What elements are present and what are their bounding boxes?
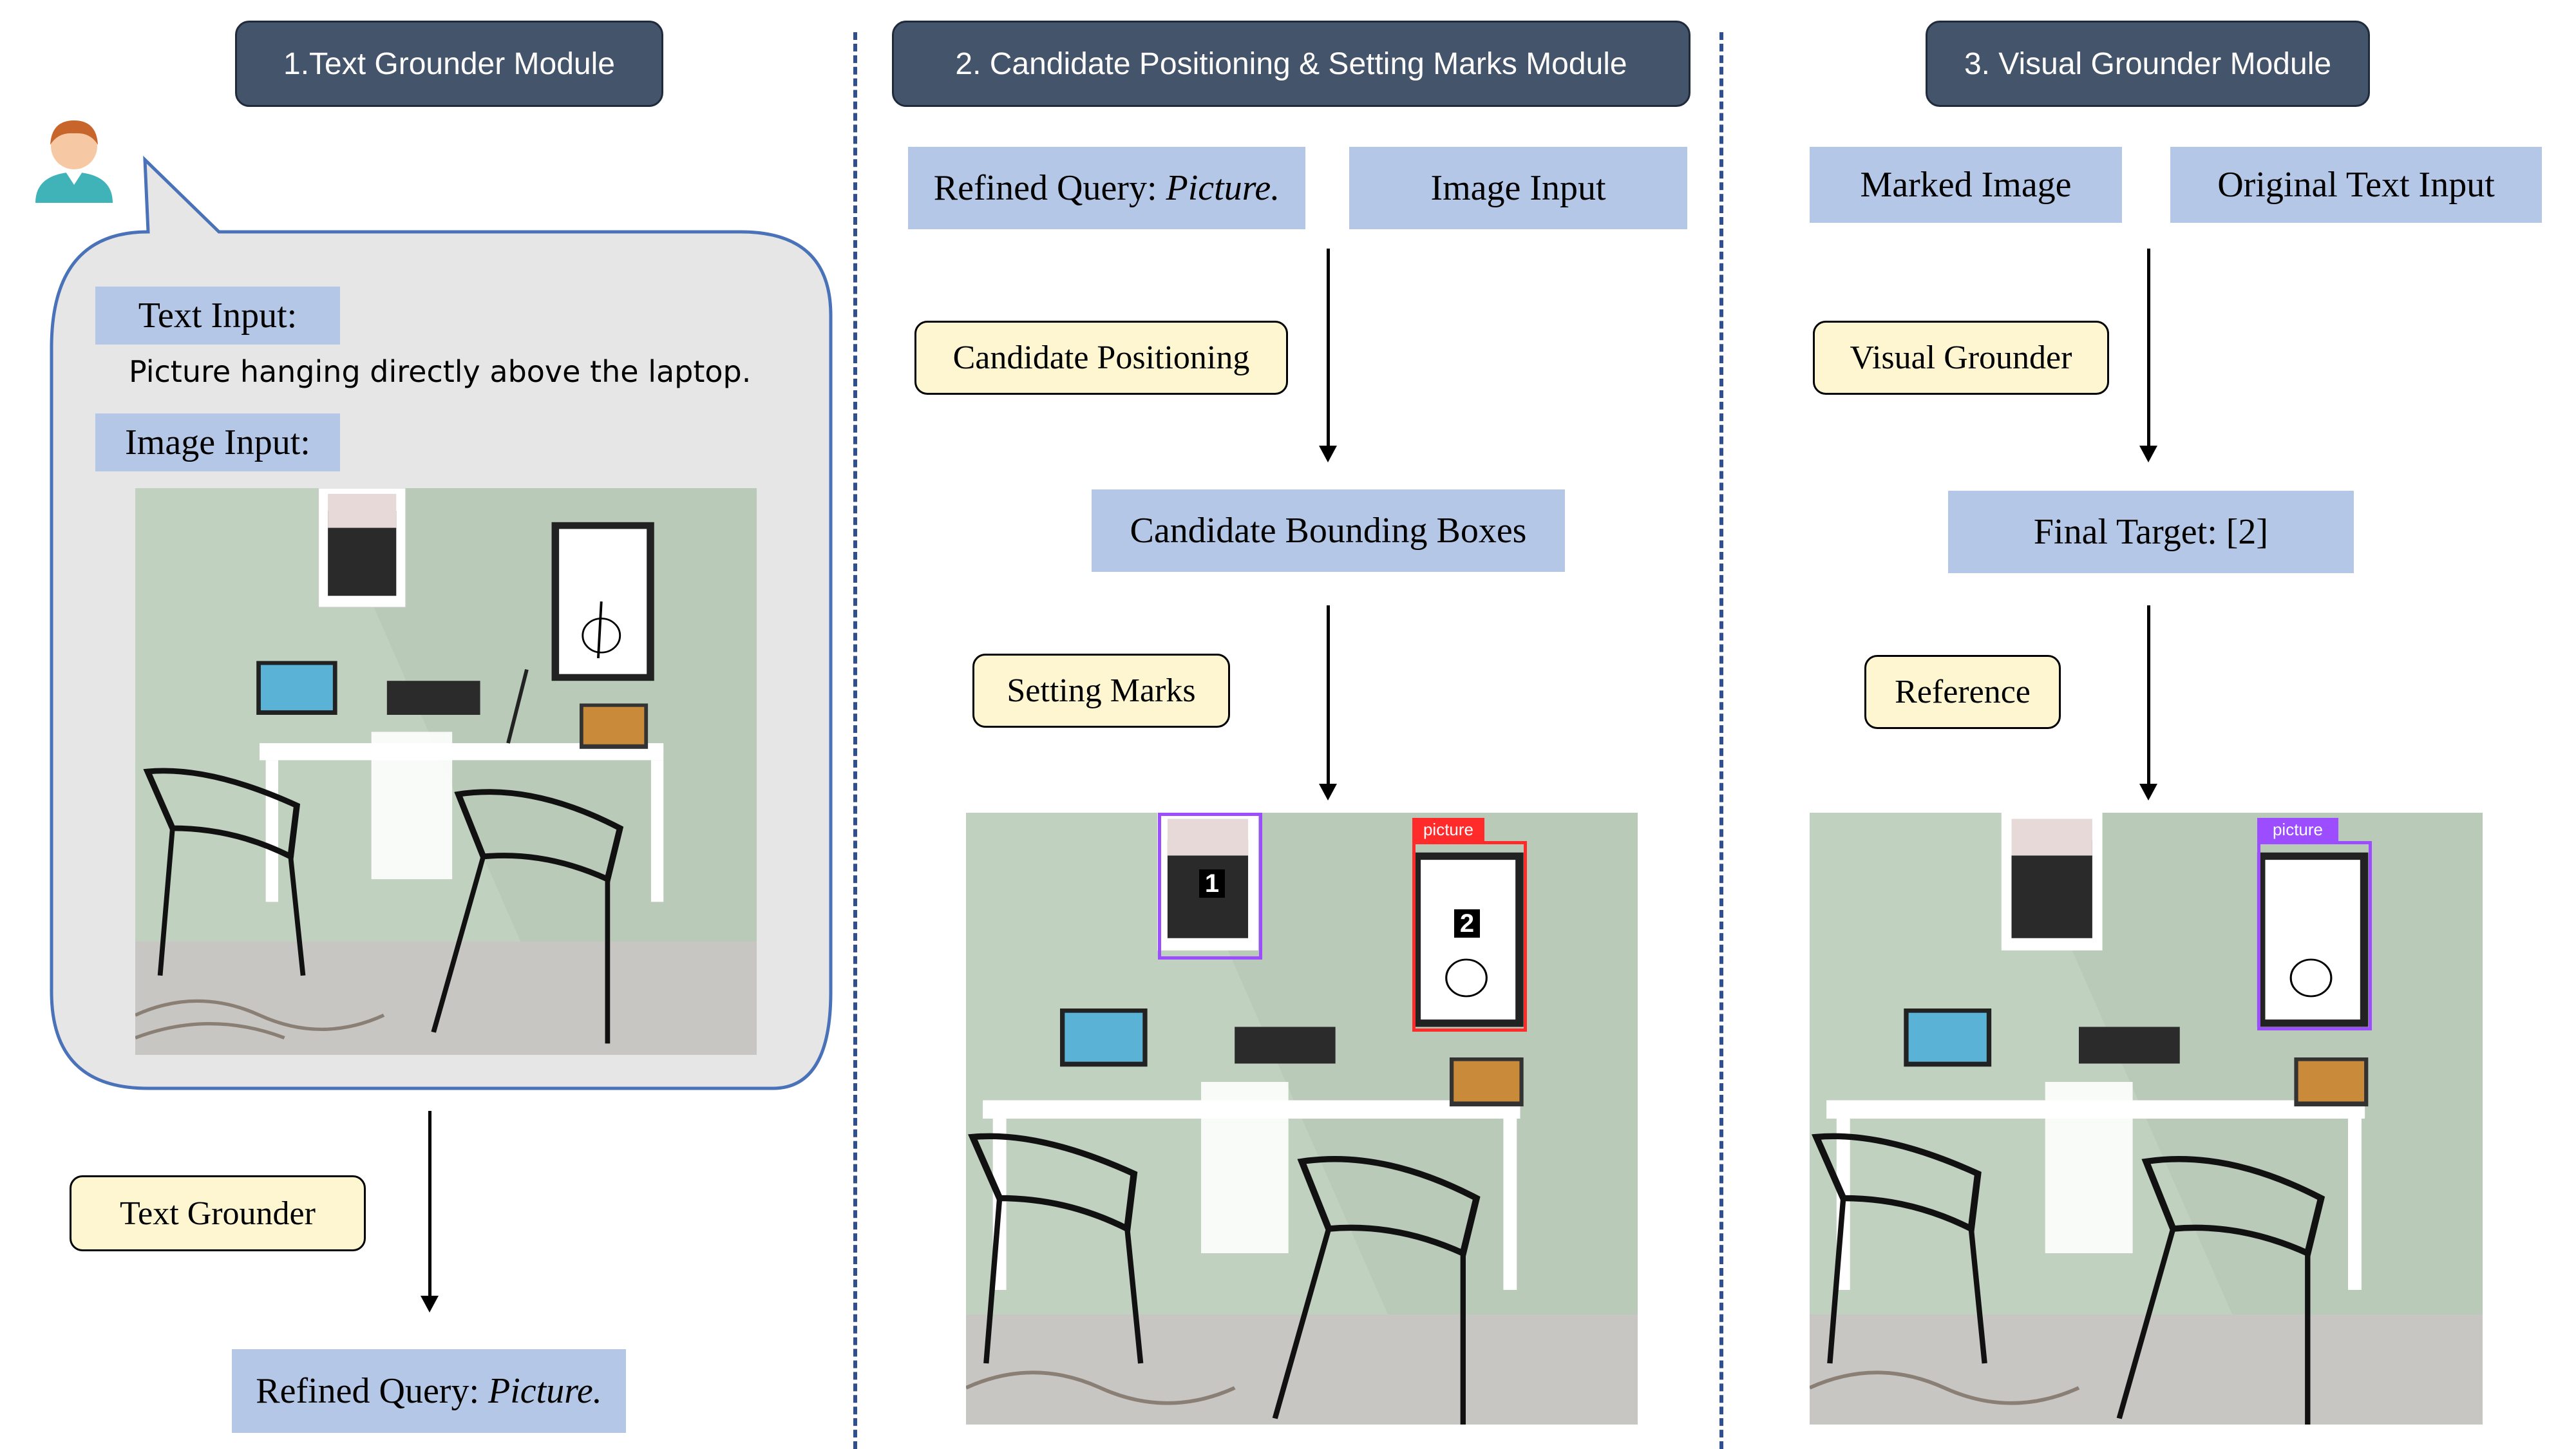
arrow-m3-top-head	[2139, 446, 2157, 462]
module1-title: 1.Text Grounder Module	[235, 21, 663, 107]
refined-query-prefix: Refined Query:	[256, 1371, 489, 1411]
refined-query-value: Picture.	[488, 1371, 602, 1411]
visual-grounder-box: Visual Grounder	[1813, 321, 2109, 395]
input-image	[135, 488, 757, 1055]
text-input-label: Text Input:	[95, 287, 340, 345]
refined-query-value-m2: Picture.	[1166, 168, 1280, 208]
refined-query-prefix-m2: Refined Query:	[933, 168, 1166, 208]
final-target-box: Final Target: [2]	[1948, 491, 2354, 573]
arrow-m1	[428, 1111, 431, 1298]
reference-box: Reference	[1864, 655, 2061, 729]
candidate-positioning-box: Candidate Positioning	[914, 321, 1288, 395]
divider-left	[853, 32, 857, 1449]
divider-right	[1719, 32, 1723, 1449]
final-target-label: picture	[2257, 818, 2338, 841]
image-input-label: Image Input:	[95, 413, 340, 471]
original-text-input-box: Original Text Input	[2170, 147, 2542, 223]
refined-query-output: Refined Query: Picture.	[232, 1349, 626, 1433]
text-grounder-box: Text Grounder	[70, 1175, 366, 1251]
refined-query-input: Refined Query: Picture.	[908, 147, 1305, 229]
arrow-m2-top	[1327, 249, 1330, 448]
candidate-bounding-boxes: Candidate Bounding Boxes	[1092, 489, 1565, 572]
arrow-m2-top-head	[1319, 446, 1337, 462]
marked-candidate-image: 1 picture 2	[966, 813, 1638, 1425]
arrow-m2-bottom-head	[1319, 784, 1337, 800]
candidate-label-2: picture	[1412, 818, 1484, 841]
arrow-m3-bottom	[2147, 605, 2150, 786]
arrow-m3-bottom-head	[2139, 784, 2157, 800]
mark-2: 2	[1454, 909, 1480, 938]
setting-marks-box: Setting Marks	[972, 654, 1230, 728]
arrow-m3-top	[2147, 249, 2150, 448]
user-icon	[35, 120, 113, 203]
image-input-box: Image Input	[1349, 147, 1687, 229]
arrow-m1-head	[421, 1296, 439, 1312]
final-result-image: picture	[1810, 813, 2483, 1425]
module2-title: 2. Candidate Positioning & Setting Marks…	[892, 21, 1690, 107]
module3-title: 3. Visual Grounder Module	[1926, 21, 2370, 107]
text-input-value: Picture hanging directly above the lapto…	[129, 354, 752, 389]
final-target-bbox	[2257, 841, 2372, 1030]
arrow-m2-bottom	[1327, 605, 1330, 786]
marked-image-box: Marked Image	[1810, 147, 2122, 223]
candidate-box-2	[1412, 841, 1527, 1032]
candidate-box-1	[1158, 813, 1262, 960]
mark-1: 1	[1199, 869, 1225, 898]
